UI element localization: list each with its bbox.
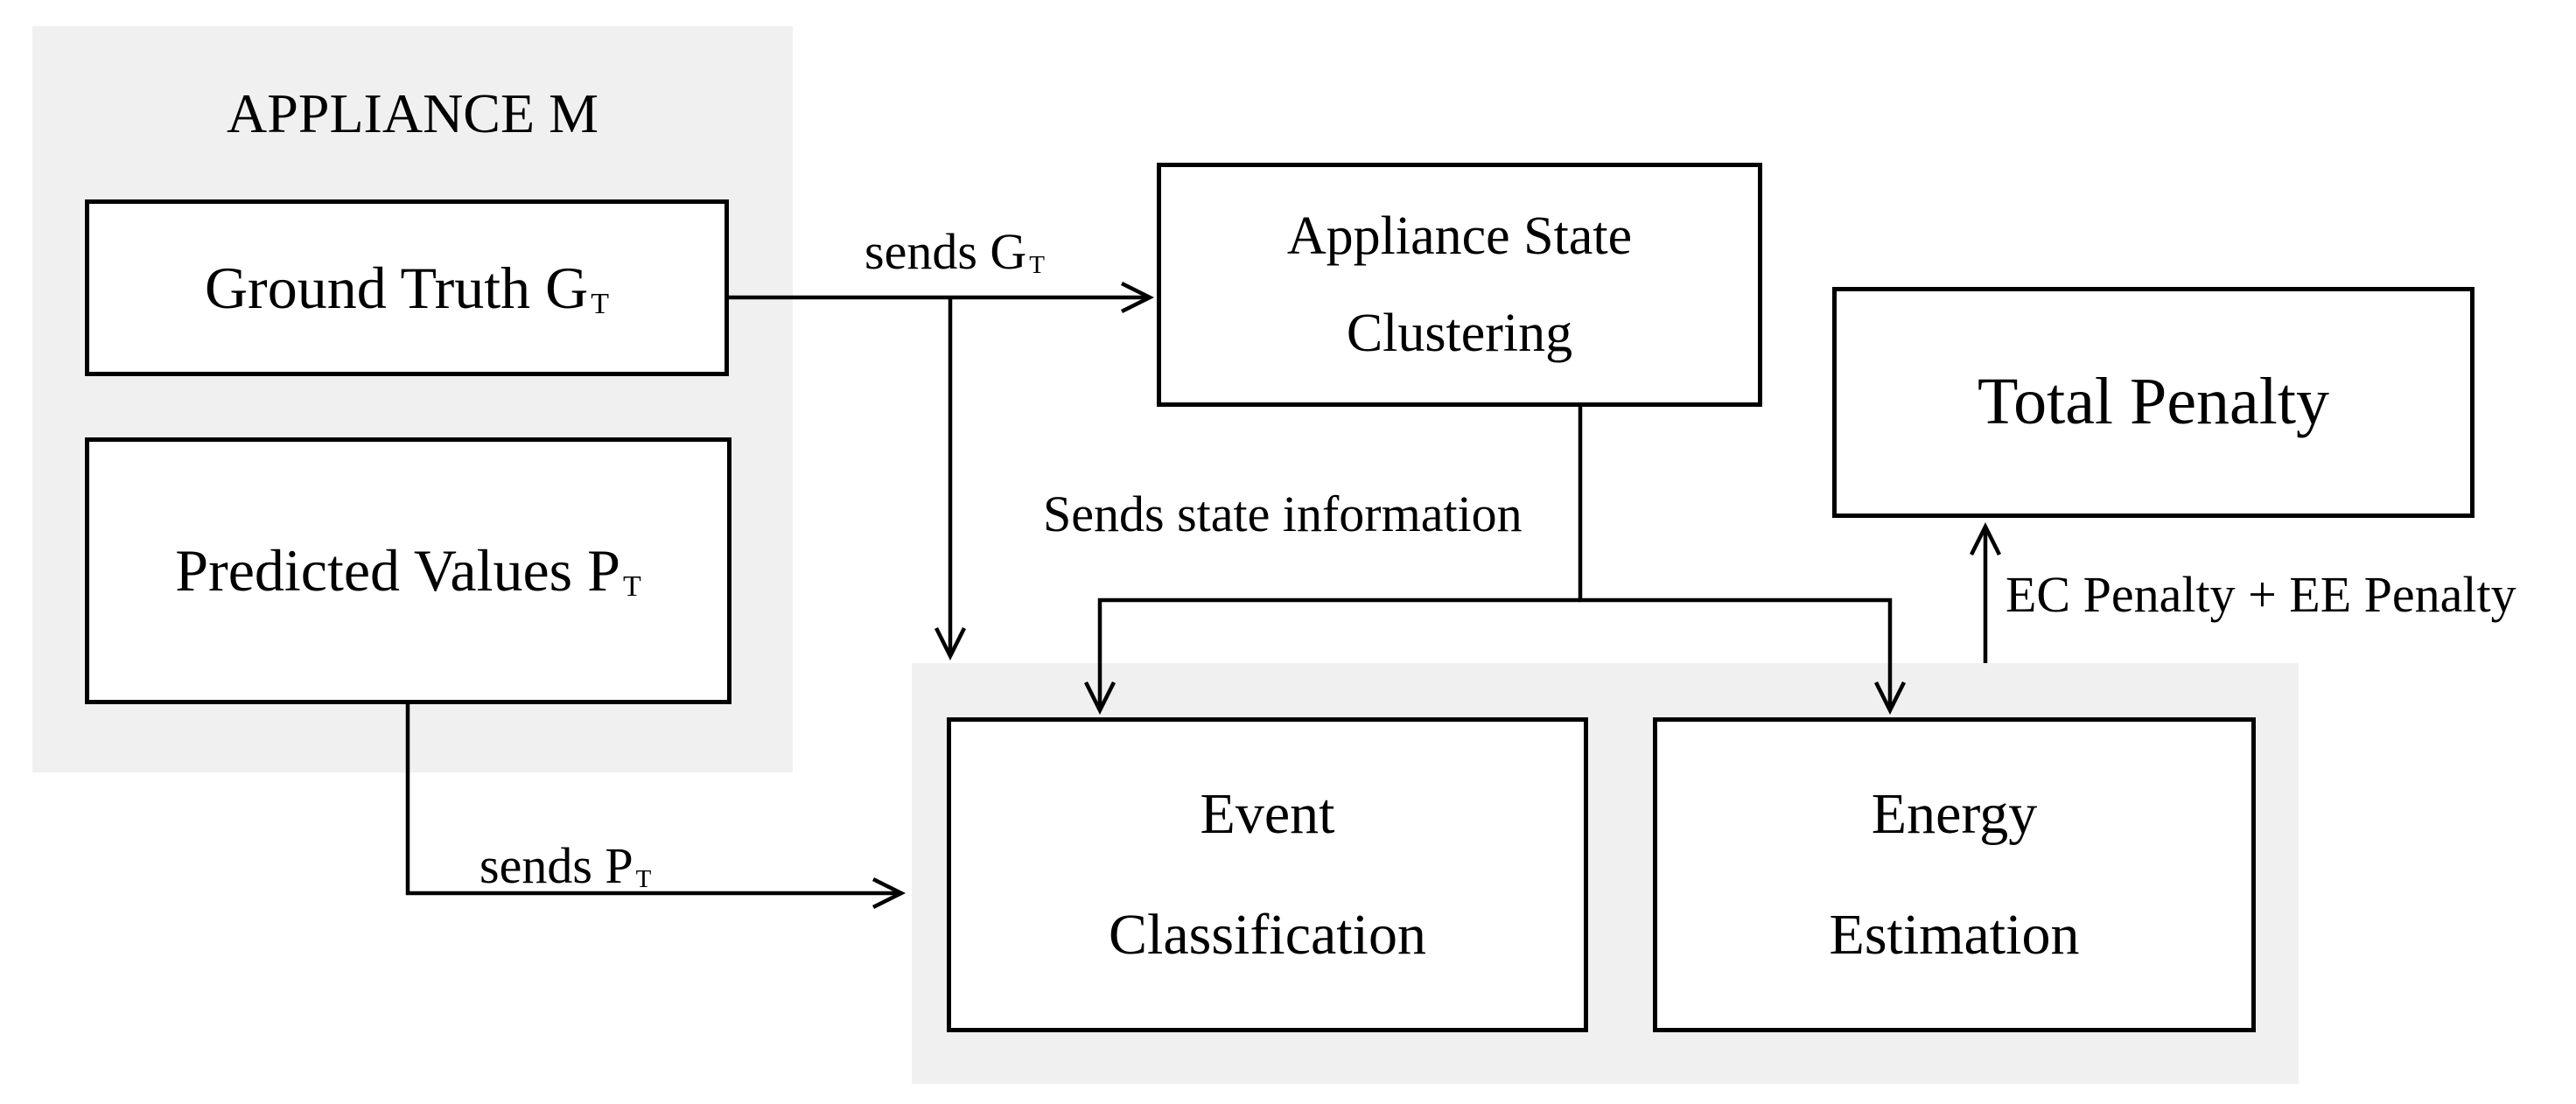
- edge-state-to-energy: [1578, 597, 1907, 716]
- total-penalty-label: Total Penalty: [1977, 365, 2330, 439]
- energy-estimation-box: Energy Estimation: [1653, 717, 2256, 1032]
- sends-state-label: Sends state information: [1043, 486, 1522, 542]
- ground-truth-box: Ground Truth GT: [85, 199, 729, 376]
- event-label-line2: Classification: [1109, 903, 1426, 968]
- clustering-label-line2: Clustering: [1346, 303, 1573, 363]
- energy-label-line2: Estimation: [1829, 903, 2080, 968]
- ground-truth-label: Ground Truth GT: [204, 254, 610, 321]
- event-classification-box: Event Classification: [947, 717, 1588, 1032]
- clustering-label-line1: Appliance State: [1286, 206, 1633, 267]
- predicted-values-box: Predicted Values PT: [85, 437, 732, 704]
- edge-state-to-event: [1083, 597, 1580, 716]
- edge-sends-pt: [405, 702, 906, 910]
- predicted-values-label: Predicted Values PT: [175, 537, 641, 604]
- total-penalty-box: Total Penalty: [1832, 287, 2474, 518]
- event-label-line1: Event: [1200, 781, 1335, 846]
- appliance-panel-title: APPLIANCE M: [227, 82, 598, 144]
- appliance-state-clustering-box: Appliance State Clustering: [1157, 163, 1762, 407]
- penalty-sum-label: EC Penalty + EE Penalty: [2006, 566, 2516, 623]
- energy-label-line1: Energy: [1871, 781, 2038, 846]
